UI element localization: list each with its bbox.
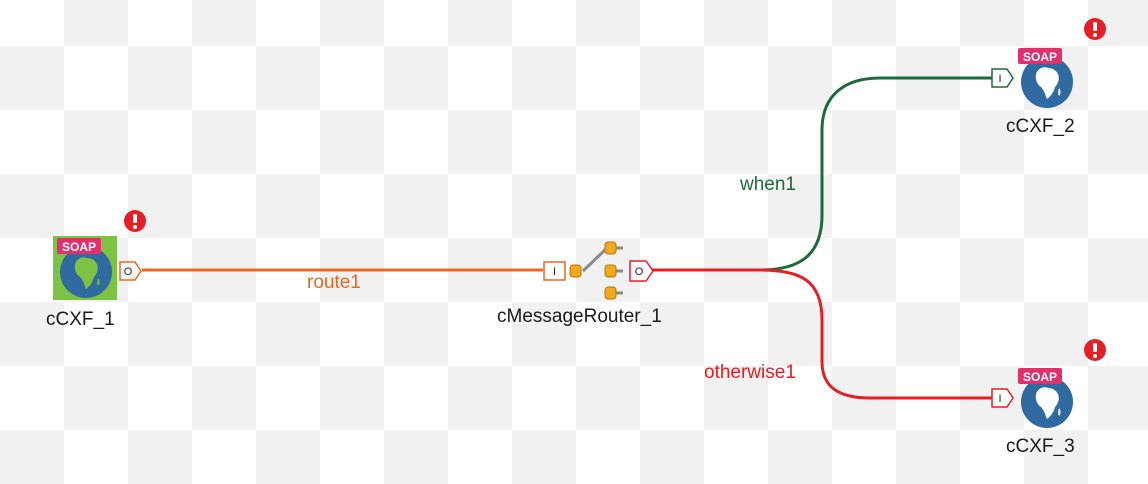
svg-text:O: O: [124, 266, 133, 278]
route1-label[interactable]: route1: [307, 272, 361, 293]
error-exclamation-icon: [1084, 339, 1106, 361]
input-port[interactable]: I: [991, 68, 1015, 88]
soap-globe-icon: SOAP: [53, 236, 117, 300]
when1-connection[interactable]: [652, 76, 993, 272]
error-exclamation-icon: [124, 210, 146, 232]
soap-badge-text: SOAP: [1023, 370, 1057, 384]
error-exclamation-icon: [1084, 18, 1106, 40]
message-router-icon: [569, 241, 623, 300]
soap-badge-text: SOAP: [62, 240, 96, 254]
soap-globe-icon: SOAP: [1018, 368, 1073, 428]
svg-text:I: I: [553, 266, 556, 278]
soap-globe-icon: SOAP: [1018, 48, 1073, 108]
component-label: cCXF_3: [1006, 436, 1075, 457]
svg-text:I: I: [998, 73, 1001, 85]
otherwise1-connection[interactable]: [652, 268, 993, 400]
input-port[interactable]: I: [543, 261, 567, 281]
component-label: cCXF_1: [46, 309, 115, 330]
svg-text:O: O: [635, 266, 644, 278]
when1-label[interactable]: when1: [740, 174, 796, 195]
output-port[interactable]: O: [629, 260, 655, 282]
component-label: cCXF_2: [1006, 116, 1075, 137]
otherwise1-label[interactable]: otherwise1: [704, 362, 796, 383]
svg-text:I: I: [998, 393, 1001, 405]
output-port[interactable]: O: [119, 261, 143, 281]
component-label: cMessageRouter_1: [497, 306, 662, 327]
soap-badge-text: SOAP: [1023, 50, 1057, 64]
input-port[interactable]: I: [991, 388, 1015, 408]
